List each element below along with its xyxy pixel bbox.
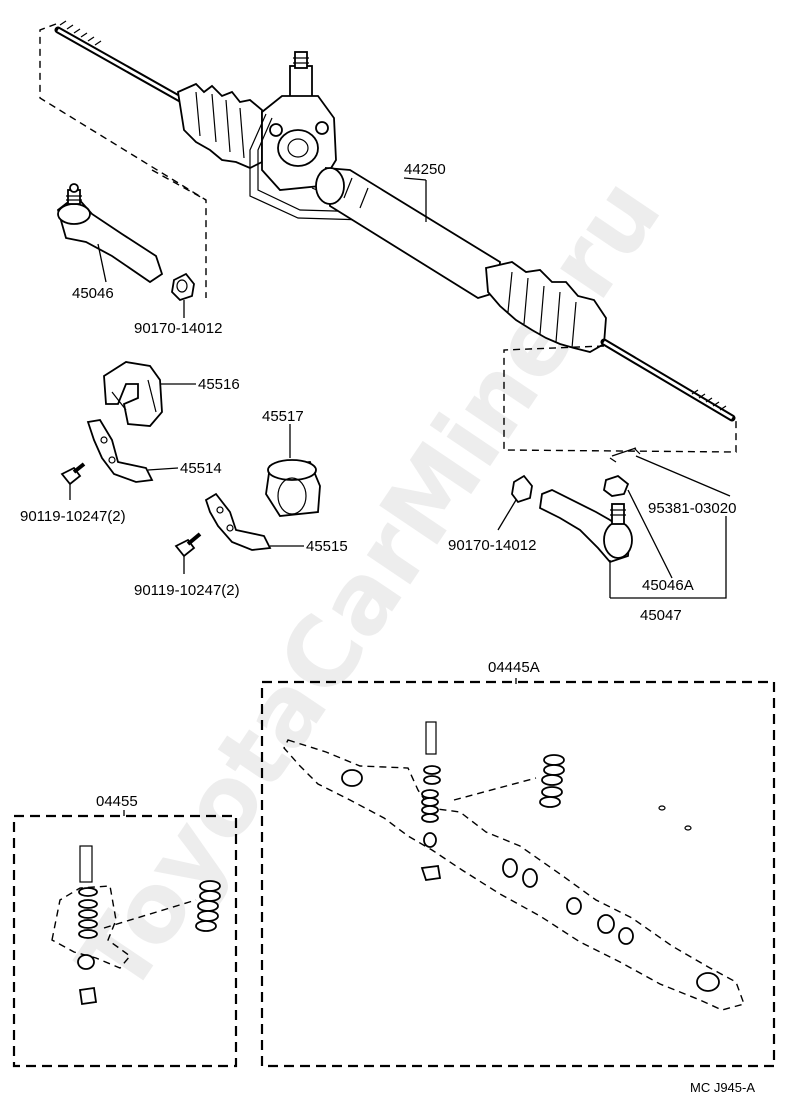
pinion-valve-housing [261,51,337,191]
label-45047: 45047 [640,607,682,624]
seal-rings-loose-small [195,880,221,932]
label-44250: 44250 [404,161,446,178]
label-90119-10247-right: 90119-10247(2) [134,582,240,599]
gasket-kit-04445A-box [260,680,776,1068]
label-45517: 45517 [262,408,304,425]
right-tie-rod [600,338,736,422]
assembly-guide-lines [39,23,737,453]
bushing-45517: 45517 [262,408,321,517]
label-95381-03020: 95381-03020 [648,500,736,517]
gasket-kit-04455-box [12,814,238,1068]
cotter-pin: 95381-03020 [609,447,736,517]
rack-seals [502,805,720,992]
right-tie-rod-end [539,489,633,598]
seal-rings-loose-large [539,754,565,808]
seal-rings-small-valve [77,887,98,1006]
label-45046: 45046 [72,285,114,302]
bracket-45514: 45514 [86,419,222,483]
rack-housing-tube [324,167,501,299]
label-45514: 45514 [180,460,222,477]
right-nut: 90170-14012 [448,474,536,554]
steering-rack-assembly: 44250 [54,20,736,422]
bracket-45516: 45516 [103,361,240,427]
label-04455: 04455 [96,793,138,810]
bracket-45515: 45515 [204,492,348,555]
bolt-left: 90119-10247(2) [20,462,126,525]
left-tie-rod-end: 45046 [56,183,164,302]
label-45515: 45515 [306,538,348,555]
label-04445A: 04445A [488,659,540,676]
gasket-kit-04455: 04455 [12,793,238,1068]
seal-rings-valve [420,765,442,881]
castle-nut [603,474,673,579]
left-tie-rod [54,20,186,104]
bolt-right: 90119-10247(2) [134,532,240,599]
left-boot [177,82,263,169]
label-45046A: 45046A [642,577,694,594]
label-90170-14012-right: 90170-14012 [448,537,536,554]
diagram-code: MC J945-A [690,1080,755,1095]
right-tie-rod-end-callouts: 45046A 45047 [610,516,727,624]
gasket-kit-04445A: 04445A [260,659,776,1068]
label-90170-14012-left: 90170-14012 [134,320,222,337]
left-nut: 90170-14012 [134,272,222,337]
label-45516: 45516 [198,376,240,393]
label-90119-10247-left: 90119-10247(2) [20,508,126,525]
